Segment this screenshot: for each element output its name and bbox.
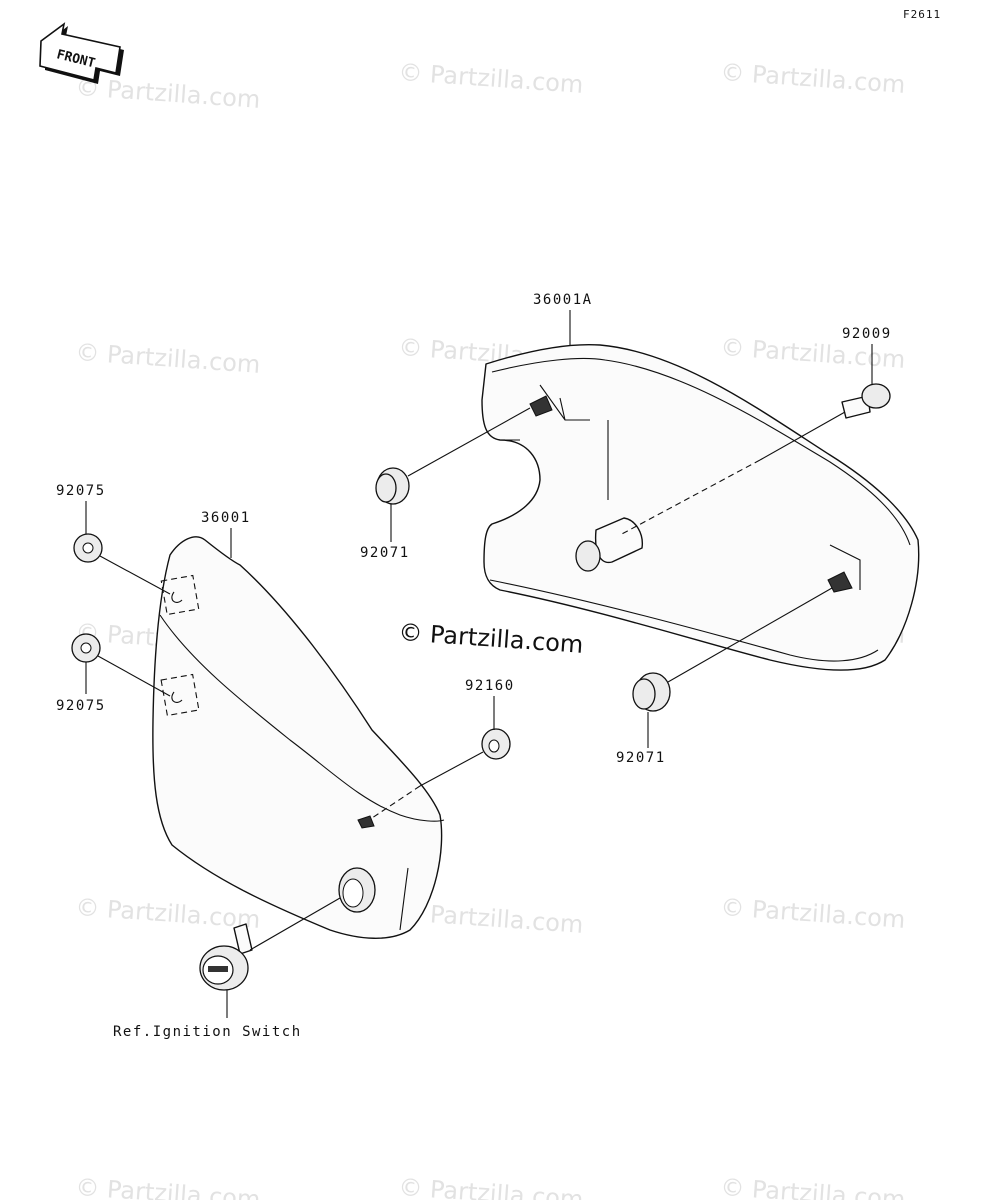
watermark: © Partzilla.com — [720, 893, 907, 934]
part-label-92071-lower: 92071 — [616, 750, 666, 766]
part-label-92075-upper: 92075 — [56, 483, 106, 499]
part-label-92009: 92009 — [842, 326, 892, 342]
watermark: © Partzilla.com — [75, 73, 262, 114]
watermark: © Partzilla.com — [75, 338, 262, 379]
part-label-36001: 36001 — [201, 510, 251, 526]
part-label-92071-upper: 92071 — [360, 545, 410, 561]
ignition-switch — [199, 923, 253, 991]
grommet-92071-lower — [632, 672, 671, 712]
part-label-92075-lower: 92075 — [56, 698, 106, 714]
front-arrow-icon: FRONT — [39, 22, 124, 84]
watermark: © Partzilla.com — [75, 893, 262, 934]
diagram-code: F2611 — [903, 8, 941, 21]
side-cover-left — [152, 536, 445, 939]
ignition-switch-ref: Ref.Ignition Switch — [113, 1024, 302, 1040]
watermark: © Partzilla.com — [398, 1173, 585, 1200]
grommet-92071-upper — [375, 467, 410, 505]
part-label-92160: 92160 — [465, 678, 515, 694]
watermark: © Partzilla.com — [75, 1173, 262, 1200]
grommet-92075-lower — [71, 633, 101, 663]
grommet-92160 — [481, 728, 511, 760]
watermark: © Partzilla.com — [398, 58, 585, 99]
side-cover-right — [481, 343, 920, 671]
bolt-92009 — [841, 383, 891, 419]
watermark: © Partzilla.com — [720, 1173, 907, 1200]
part-label-36001A: 36001A — [533, 292, 593, 308]
watermark: © Partzilla.com — [720, 58, 907, 99]
grommet-92075-upper — [73, 533, 103, 563]
center-watermark: © Partzilla.com — [398, 618, 585, 659]
